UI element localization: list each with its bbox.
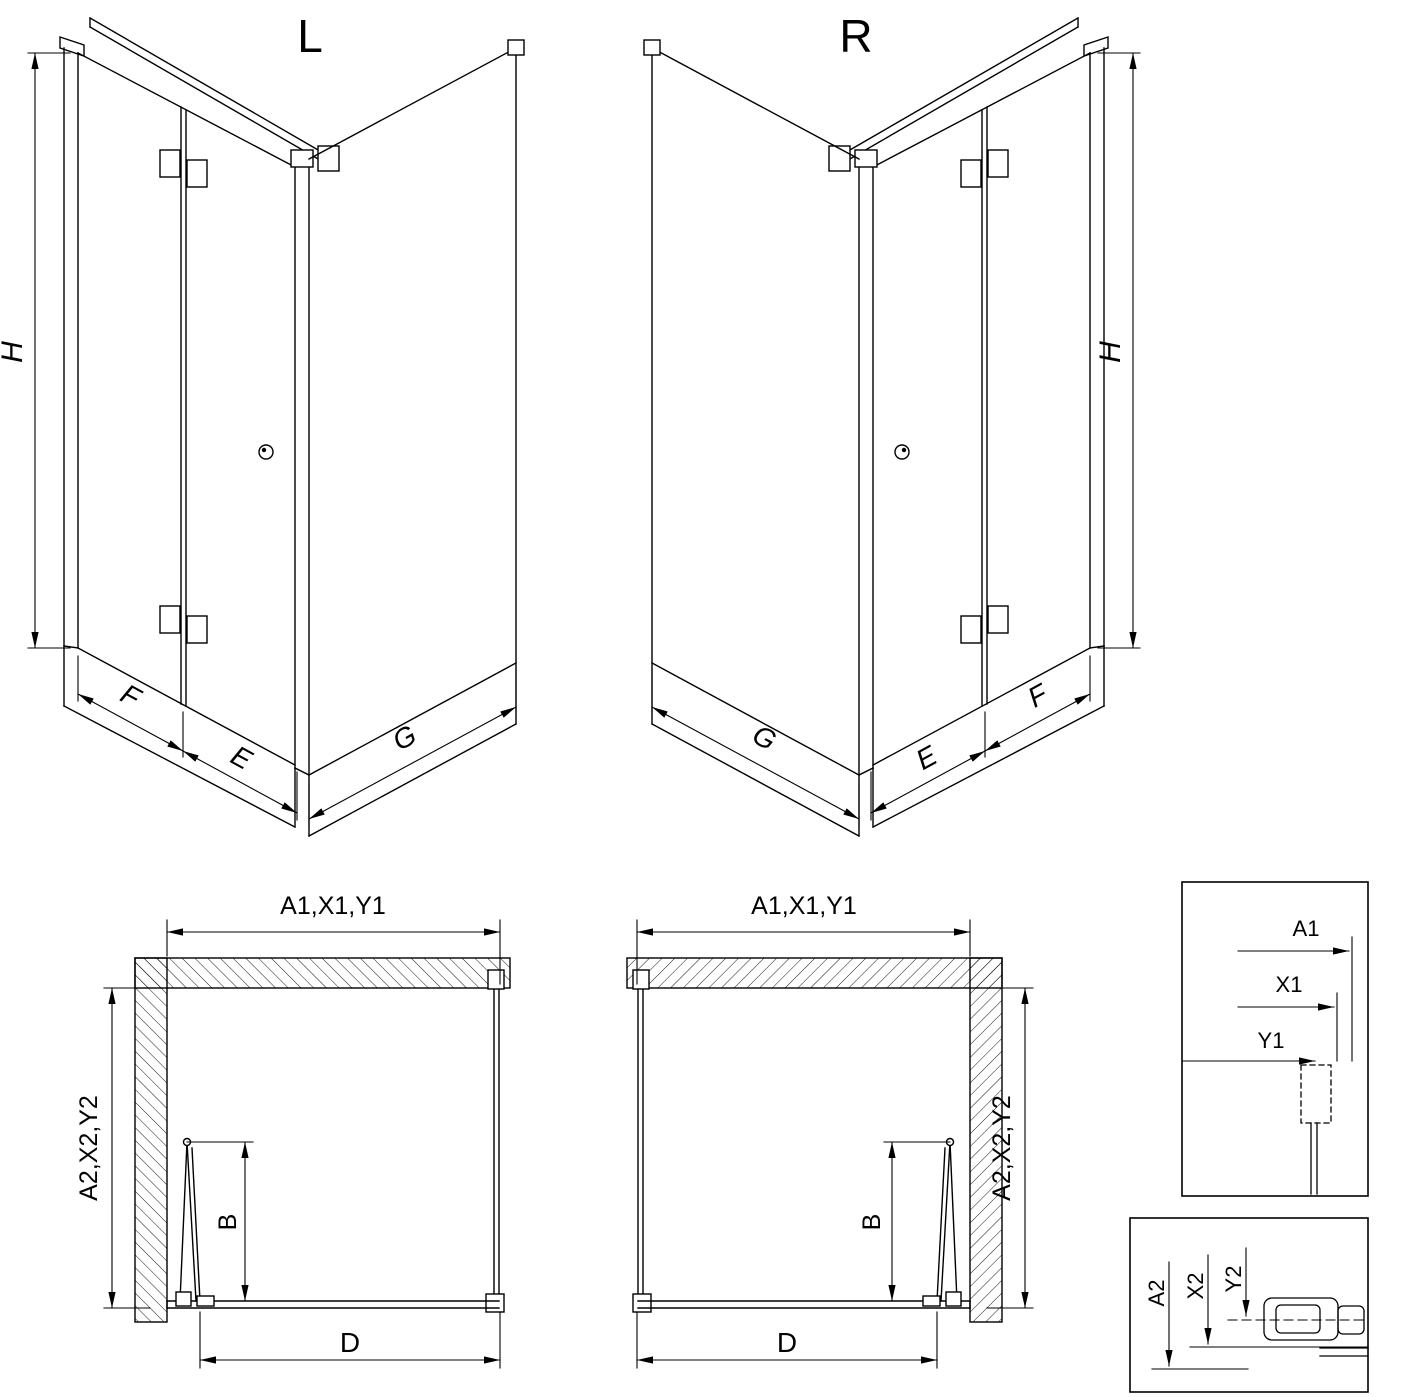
dim-width-right: A1,X1,Y1 <box>751 892 857 920</box>
dim-h-left: H <box>0 341 29 363</box>
detail-y2-label: Y2 <box>1221 1266 1246 1293</box>
detail-width-labels: A1 X1 Y1 <box>1258 916 1320 1053</box>
view-r-linework <box>644 18 1140 836</box>
detail-y1-label: Y1 <box>1258 1028 1285 1053</box>
view-l-linework <box>28 18 524 836</box>
dim-d-right: D <box>777 1327 797 1358</box>
view-r-labels: R H G E F <box>748 10 1127 776</box>
plan-l-linework <box>104 920 510 1368</box>
dim-h-right: H <box>1094 341 1127 363</box>
view-l-title: L <box>297 10 323 62</box>
detail-depth-box <box>1129 1217 1369 1393</box>
dim-width-left: A1,X1,Y1 <box>280 892 386 920</box>
plan-r-linework <box>627 920 1033 1368</box>
plan-r-labels: A1,X1,Y1 A2,X2,Y2 B D <box>751 892 1016 1358</box>
dim-b-left: B <box>214 1214 242 1231</box>
dim-g-right: G <box>748 719 782 757</box>
dim-d-left: D <box>340 1327 360 1358</box>
dim-depth-right: A2,X2,Y2 <box>988 1095 1016 1201</box>
dim-depth-left: A2,X2,Y2 <box>75 1095 103 1201</box>
view-r-title: R <box>839 10 872 62</box>
detail-x1-label: X1 <box>1276 972 1303 997</box>
detail-x2-label: X2 <box>1183 1273 1208 1300</box>
view-l-labels: L H F E G <box>0 10 421 776</box>
detail-a1-label: A1 <box>1293 916 1320 941</box>
dim-b-right: B <box>858 1214 886 1231</box>
plan-l-labels: A1,X1,Y1 A2,X2,Y2 B D <box>75 892 386 1358</box>
dim-g-left: G <box>388 719 422 757</box>
dim-f-right: F <box>1023 677 1054 713</box>
dim-f-left: F <box>116 678 147 714</box>
dim-e-right: E <box>911 739 942 775</box>
detail-width-box <box>1181 881 1369 1197</box>
dim-e-left: E <box>226 740 257 776</box>
detail-a2-label: A2 <box>1144 1280 1169 1307</box>
detail-depth-labels: A2 X2 Y2 <box>1144 1266 1246 1307</box>
